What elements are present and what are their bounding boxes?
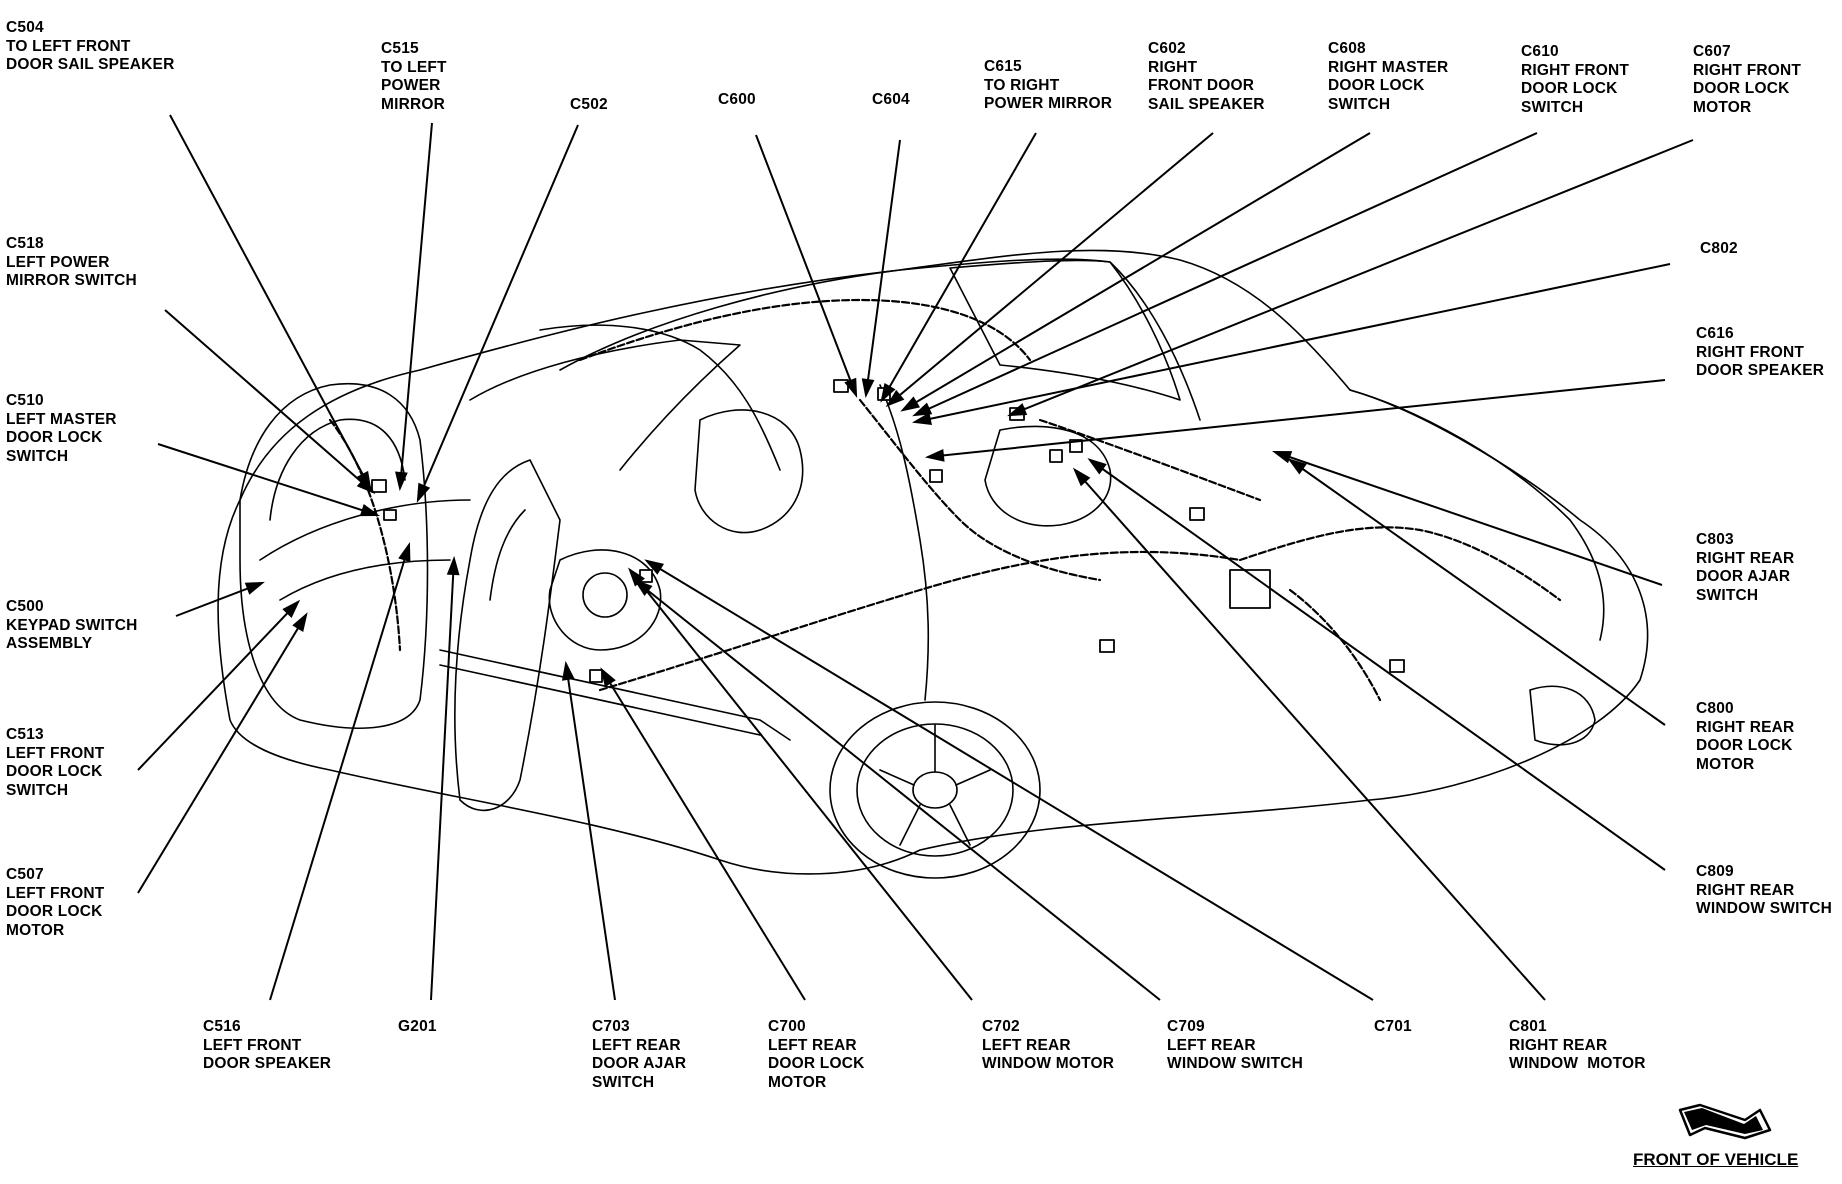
label-c604: C604 [872,91,910,108]
left-front-door [239,383,429,729]
label-c703: C703 LEFT REAR DOOR AJAR SWITCH [592,1018,687,1091]
leader-line-c809 [1087,458,1666,871]
label-c608: C608 RIGHT MASTER DOOR LOCK SWITCH [1328,40,1449,113]
label-c610: C610 RIGHT FRONT DOOR LOCK SWITCH [1521,43,1630,116]
harness-center [858,398,1102,582]
leader-line-c803 [1272,450,1663,586]
front-arrow-icon [1678,1103,1772,1140]
label-c800: C800 RIGHT REAR DOOR LOCK MOTOR [1696,700,1795,773]
leader-line-c518 [164,309,376,495]
harness-rear [1238,526,1562,602]
label-c616: C616 RIGHT FRONT DOOR SPEAKER [1696,325,1825,379]
label-c510: C510 LEFT MASTER DOOR LOCK SWITCH [6,392,117,465]
leader-line-c507 [137,612,308,894]
leader-line-c700 [600,667,806,1001]
leader-line-c801 [1072,467,1546,1001]
label-c504: C504 TO LEFT FRONT DOOR SAIL SPEAKER [6,19,175,73]
label-c600: C600 [718,91,756,108]
label-c500: C500 KEYPAD SWITCH ASSEMBLY [6,598,138,652]
leader-line-c709 [633,579,1161,1001]
label-c515: C515 TO LEFT POWER MIRROR [381,40,447,113]
leader-line-c615 [880,132,1037,403]
rear-window [949,259,1181,401]
label-c809: C809 RIGHT REAR WINDOW SWITCH [1696,863,1833,917]
label-c701: C701 [1374,1018,1412,1035]
b-pillar [879,384,930,701]
rocker-panel [439,649,791,741]
seat-rear [984,425,1112,527]
leader-line-c513 [137,599,301,771]
car-roof [559,258,1201,421]
leader-line-c607 [1007,139,1694,417]
leader-line-c515 [395,122,433,492]
leader-line-c500 [175,581,265,617]
leader-line-c504 [169,114,372,491]
label-c801: C801 RIGHT REAR WINDOW MOTOR [1509,1018,1646,1072]
leader-line-g201 [430,555,460,1001]
leader-line-c701 [644,559,1374,1001]
front-of-vehicle-label: FRONT OF VEHICLE [1633,1150,1799,1169]
label-c803: C803 RIGHT REAR DOOR AJAR SWITCH [1696,531,1795,604]
leader-line-c602 [885,132,1214,408]
seat-front [694,409,804,534]
label-c615: C615 TO RIGHT POWER MIRROR [984,58,1113,112]
leader-line-c703 [561,660,616,1001]
harness-floor [598,550,1242,692]
leader-line-c604 [861,139,901,399]
label-c507: C507 LEFT FRONT DOOR LOCK MOTOR [6,866,105,939]
label-g201: G201 [398,1018,437,1035]
label-c607: C607 RIGHT FRONT DOOR LOCK MOTOR [1693,43,1802,116]
leader-line-c608 [900,132,1371,412]
harness-trunk [1288,588,1382,702]
leader-line-c502 [416,124,579,503]
left-rear-door [454,459,561,812]
label-c513: C513 LEFT FRONT DOOR LOCK SWITCH [6,726,105,799]
a-pillar [539,324,781,471]
label-c802: C802 [1700,240,1738,257]
leader-line-c600 [755,134,858,398]
leader-line-c802 [911,263,1671,425]
harness-roof [578,298,1032,362]
leader-line-c610 [912,132,1538,417]
label-c700: C700 LEFT REAR DOOR LOCK MOTOR [768,1018,865,1091]
tail-light [1529,685,1596,746]
car-body-outline [217,249,1649,875]
label-c518: C518 LEFT POWER MIRROR SWITCH [6,235,137,289]
label-c709: C709 LEFT REAR WINDOW SWITCH [1167,1018,1304,1072]
label-c602: C602 RIGHT FRONT DOOR SAIL SPEAKER [1148,40,1265,113]
leader-line-c510 [157,443,381,517]
steering-wheel [548,549,662,651]
windshield [469,339,741,471]
leader-line-c516 [269,541,411,1001]
leader-line-c702 [628,567,973,1001]
leader-line-c800 [1287,458,1666,726]
harness-right-side [1038,418,1262,502]
label-c502: C502 [570,96,608,113]
label-c702: C702 LEFT REAR WINDOW MOTOR [982,1018,1115,1072]
rear-wheel [829,701,1041,879]
label-c516: C516 LEFT FRONT DOOR SPEAKER [203,1018,332,1072]
trunk [1349,389,1605,641]
leader-line-c616 [924,379,1666,462]
harness-left-door [328,418,402,652]
